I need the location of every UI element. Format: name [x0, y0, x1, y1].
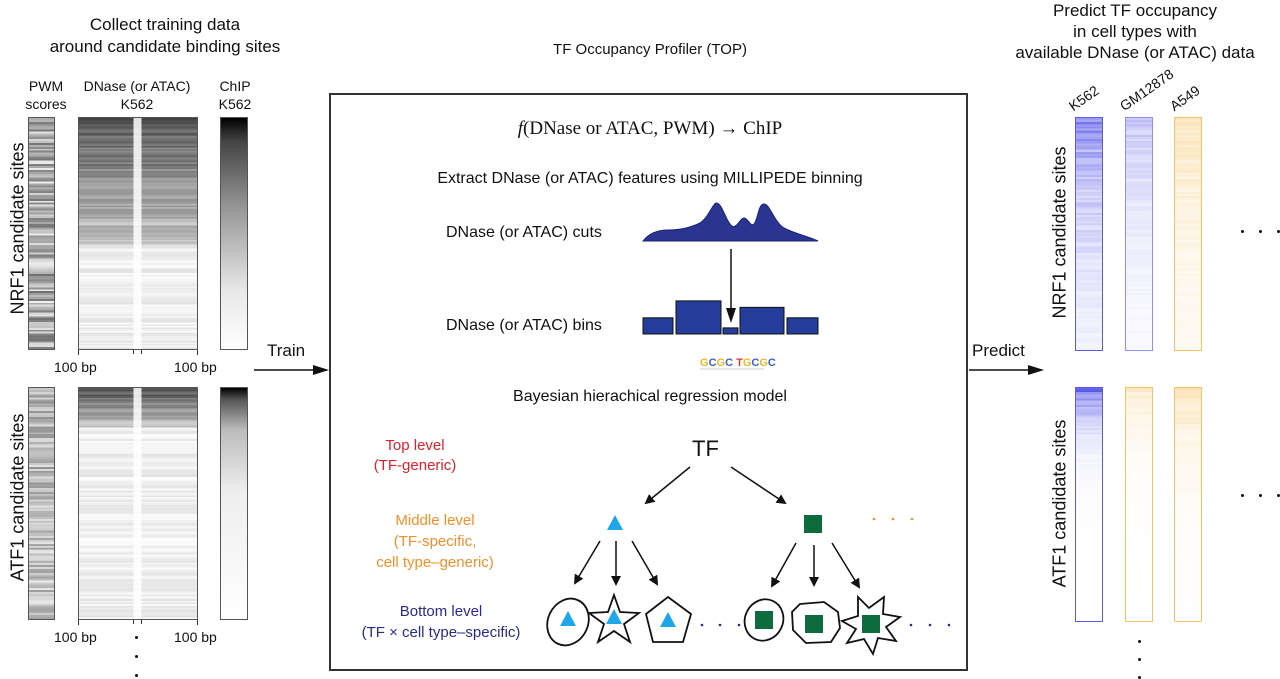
- axis-tick: [78, 620, 79, 625]
- top-level-line2: (TF-generic): [373, 457, 457, 474]
- dnase-heatmap-atf1: [78, 387, 198, 620]
- middle-level-line1: Middle level: [395, 512, 475, 529]
- right-title-line2: in cell types with: [1073, 22, 1197, 41]
- bottom-ellipsis-b: [909, 623, 951, 627]
- right-nrf1-row-label: NRF1 candidate sites: [1049, 146, 1070, 319]
- top-model-box: [329, 93, 968, 671]
- middle-ellipsis: [872, 517, 914, 521]
- predict-label: Predict: [972, 341, 1025, 360]
- dnase-header-line2: K562: [120, 96, 154, 112]
- dnase-cuts-profile: [641, 202, 819, 242]
- chip-heatmap-atf1: [220, 387, 248, 620]
- arrow-cuts-to-bins: [726, 249, 736, 323]
- nrf1-axis-left-label: 100 bp: [54, 359, 97, 375]
- dnase-bins: [642, 300, 819, 335]
- axis-tick: [197, 350, 198, 355]
- bottom-node-ellipse-triangle: [546, 597, 590, 647]
- right-title-line3: available DNase (or ATAC) data: [1015, 43, 1255, 62]
- middle-level-line2: (TF-specific,: [393, 533, 477, 550]
- arrow-root-to-tf-a: [644, 466, 691, 505]
- dnase-bin: [675, 300, 722, 335]
- left-title-line2: around candidate binding sites: [49, 37, 281, 56]
- predict-arrow: [969, 365, 1044, 375]
- middle-node-square: [804, 515, 822, 533]
- pwm-scores-heatmap-atf1: [28, 387, 55, 620]
- bottom-level-label: Bottom level (TF × cell type–specific): [336, 601, 546, 643]
- continuation-dot: [135, 674, 138, 677]
- motif-logo-letters: GCGC TGCGC: [700, 357, 776, 369]
- bottom-node-burst-square: [839, 594, 903, 657]
- middle-level-line3: cell type–generic): [376, 554, 494, 571]
- formula-function-symbol: f: [517, 118, 524, 139]
- dnase-heatmap-nrf1: [78, 117, 198, 350]
- middle-node-triangle: [607, 515, 623, 530]
- dnase-bin: [642, 317, 674, 335]
- bottom-ellipsis-a: [700, 623, 741, 627]
- axis-tick: [78, 350, 79, 355]
- left-title-line1: Collect training data: [89, 15, 241, 34]
- left-panel-title: Collect training data around candidate b…: [0, 14, 330, 58]
- cuts-label: DNase (or ATAC) cuts: [446, 224, 602, 241]
- bottom-node-heptagon-square: [791, 601, 841, 644]
- right-title-line1: Predict TF occupancy: [1052, 1, 1218, 20]
- prediction-atf1-k562: [1075, 387, 1103, 622]
- prediction-atf1-a549: [1174, 387, 1202, 622]
- arrow-square-to-ellipse: [771, 542, 797, 588]
- bottom-node-pentagon-triangle: [644, 595, 693, 643]
- bottom-node-ellipse-square: [743, 598, 785, 642]
- arrow-triangle-to-pentagon: [631, 540, 659, 586]
- dnase-bin: [722, 327, 739, 335]
- middle-level-label: Middle level (TF-specific, cell type–gen…: [350, 510, 520, 573]
- center-panel-title: TF Occupancy Profiler (TOP): [553, 41, 747, 58]
- motif-logo: GCGC TGCGC: [700, 357, 776, 370]
- chip-column-header: ChIP K562: [212, 77, 258, 113]
- formula-expression: (DNase or ATAC, PWM) → ChIP: [523, 118, 783, 139]
- atf1-axis-right-label: 100 bp: [174, 629, 217, 645]
- prediction-atf1-gm12878: [1125, 387, 1153, 622]
- pwm-header-line2: scores: [25, 96, 67, 112]
- arrow-root-to-tf-b: [730, 466, 787, 505]
- continuation-dot: [135, 655, 138, 658]
- top-level-label: Top level (TF-generic): [360, 436, 470, 476]
- model-formula: f(DNase or ATAC, PWM) → ChIP: [330, 118, 970, 140]
- bottom-level-line1: Bottom level: [399, 603, 483, 620]
- pwm-header-line1: PWM: [28, 78, 64, 94]
- dnase-column-header: DNase (or ATAC) K562: [72, 77, 202, 113]
- axis-tick: [141, 620, 142, 624]
- right-panel-title: Predict TF occupancy in cell types with …: [990, 0, 1280, 63]
- prediction-nrf1-gm12878: [1125, 117, 1153, 351]
- dnase-bin: [786, 317, 819, 335]
- chip-heatmap-nrf1: [220, 117, 248, 350]
- top-level-line1: Top level: [385, 437, 445, 454]
- extract-features-heading: Extract DNase (or ATAC) features using M…: [437, 170, 863, 187]
- chip-header-line2: K562: [218, 96, 252, 112]
- model-heading: Bayesian hierachical regression model: [513, 388, 787, 405]
- dnase-header-line1: DNase (or ATAC): [83, 78, 191, 94]
- right-atf1-row-label: ATF1 candidate sites: [1049, 419, 1070, 588]
- nrf1-axis-right-label: 100 bp: [174, 359, 217, 375]
- bins-label: DNase (or ATAC) bins: [446, 317, 602, 334]
- atf1-axis-left-label: 100 bp: [54, 629, 97, 645]
- bottom-level-line2: (TF × cell type–specific): [361, 624, 521, 641]
- axis-tick: [133, 350, 134, 354]
- axis-tick: [197, 620, 198, 625]
- arrow-square-to-burst: [831, 542, 861, 589]
- train-arrow: [254, 365, 329, 375]
- train-label: Train: [267, 341, 306, 360]
- pwm-scores-heatmap-nrf1: [28, 117, 55, 350]
- prediction-nrf1-a549: [1174, 117, 1202, 351]
- bottom-node-star-triangle: [586, 592, 642, 645]
- axis-tick: [133, 620, 134, 624]
- continuation-dot: [135, 636, 138, 639]
- chip-header-line1: ChIP: [219, 78, 251, 94]
- axis-tick: [141, 350, 142, 354]
- pwm-column-header: PWM scores: [18, 77, 74, 113]
- prediction-nrf1-k562: [1075, 117, 1103, 351]
- root-tf-node: TF: [692, 436, 719, 461]
- arrow-triangle-to-ellipse: [573, 540, 601, 585]
- dnase-bin: [739, 306, 785, 335]
